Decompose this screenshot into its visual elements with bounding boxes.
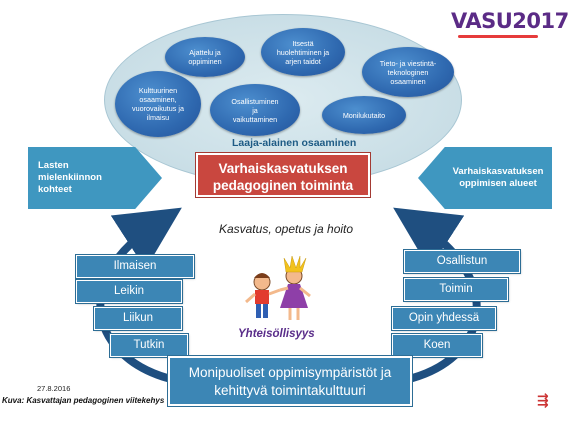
bubble-monilukutaito: Monilukutaito [322,96,406,134]
activity-koen: Koen [391,333,483,358]
children-drawing-icon [245,255,311,320]
activity-leikin: Leikin [75,279,183,304]
bubble-monilukutaito-text: Monilukutaito [342,110,386,120]
bubble-tieto-text: Tieto- ja viestintä-teknologinen osaamin… [379,58,437,86]
kasvatus-opetus-hoito: Kasvatus, opetus ja hoito [218,222,354,236]
oppimisen-alueet-arrow: Varhaiskasvatuksen oppimisen alueet [418,147,552,209]
center-box-line1: Varhaiskasvatuksen [218,161,348,176]
bubble-osallistuminen-text: Osallistuminen ja vaikuttaminen [231,96,279,124]
figure-caption: Kuva: Kasvattajan pedagoginen viitekehys [2,396,165,405]
laaja-alainen-label: Laaja-alainen osaaminen [232,137,357,149]
activity-toimin: Toimin [403,277,509,302]
right-arrow-line2: oppimisen alueet [459,178,537,189]
bubble-osallistuminen: Osallistuminen ja vaikuttaminen [210,84,300,136]
mielenkiinnon-kohteet-arrow: Lasten mielenkiinnon kohteet [28,147,162,209]
bottom-box-line1: Monipuoliset oppimisympäristöt ja [188,365,392,380]
bubble-ajattelu-text: Ajattelu ja oppiminen [188,48,222,66]
left-arrow-line2: kohteet [38,184,72,195]
bubble-kulttuurinen: Kulttuurinen osaaminen, vuorovaikutus ja… [115,71,201,137]
oppimisymparistot-box: Monipuoliset oppimisympäristöt ja kehitt… [167,355,413,407]
activity-opin-yhdessa: Opin yhdessä [391,306,497,331]
red-mark-icon: ⇶ [537,392,549,408]
bubble-itsesta-text: Itsestä huolehtiminen ja arjen taidot [276,38,330,66]
yhteisollisyys-label: Yhteisöllisyys [238,328,315,340]
slide-date: 27.8.2016 [37,384,71,393]
bubble-ajattelu: Ajattelu ja oppiminen [165,37,245,77]
left-arrow-line1: Lasten mielenkiinnon [38,160,102,183]
bottom-box-line2: kehittyvä toimintakulttuuri [214,383,366,398]
activity-ilmaisen: Ilmaisen [75,254,195,279]
activity-liikun: Liikun [93,306,183,331]
bubble-tieto: Tieto- ja viestintä-teknologinen osaamin… [362,47,454,97]
vasu-logo: VASU2017 [451,9,569,33]
activity-tutkin: Tutkin [109,333,189,358]
activity-osallistun: Osallistun [403,249,521,274]
pedagoginen-toiminta-box: Varhaiskasvatuksen pedagoginen toiminta [195,152,371,198]
right-arrow-line1: Varhaiskasvatuksen [452,166,544,177]
bubble-itsesta: Itsestä huolehtiminen ja arjen taidot [261,28,345,76]
center-box-line2: pedagoginen toiminta [212,178,354,193]
bubble-kulttuurinen-text: Kulttuurinen osaaminen, vuorovaikutus ja… [132,86,184,122]
logo-underline [458,35,538,38]
